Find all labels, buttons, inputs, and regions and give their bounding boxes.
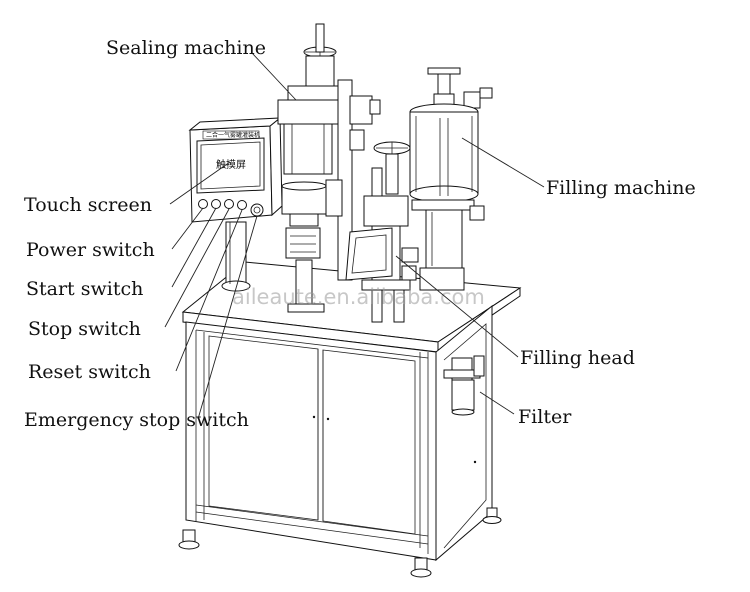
leader-lines xyxy=(164,52,545,420)
reset-switch-button[interactable] xyxy=(237,200,247,210)
power-switch-knob[interactable] xyxy=(198,199,208,209)
start-switch-button[interactable] xyxy=(211,199,221,209)
panel-title: 二合一气雾罐灌装机 xyxy=(206,131,260,139)
label-reset-switch: Reset switch xyxy=(28,361,151,383)
label-sealing-machine: Sealing machine xyxy=(106,37,266,59)
label-filter: Filter xyxy=(518,406,572,428)
control-box: 二合一气雾罐灌装机 触摸屏 xyxy=(188,116,283,223)
label-filling-head: Filling head xyxy=(520,347,635,369)
watermark-text: aileaute.en.alibaba.com xyxy=(232,285,485,309)
filling-head-assembly xyxy=(345,141,419,323)
emergency-stop-button[interactable] xyxy=(250,203,264,217)
label-power-switch: Power switch xyxy=(26,239,155,261)
cabinet xyxy=(178,304,502,578)
label-emergency-stop-switch: Emergency stop switch xyxy=(24,409,249,431)
stop-switch-button[interactable] xyxy=(224,199,234,209)
label-touch-screen: Touch screen xyxy=(24,194,152,216)
label-filling-machine: Filling machine xyxy=(546,177,696,199)
sealing-machine-assembly xyxy=(277,23,381,313)
filling-machine-assembly xyxy=(409,67,493,291)
label-start-switch: Start switch xyxy=(26,278,143,300)
label-stop-switch: Stop switch xyxy=(28,318,141,340)
callout-labels: Sealing machine Filling machine Touch sc… xyxy=(24,37,696,431)
filter-unit xyxy=(443,355,485,416)
control-box-pillar xyxy=(221,221,251,292)
touch-screen-text: 触摸屏 xyxy=(216,158,246,171)
